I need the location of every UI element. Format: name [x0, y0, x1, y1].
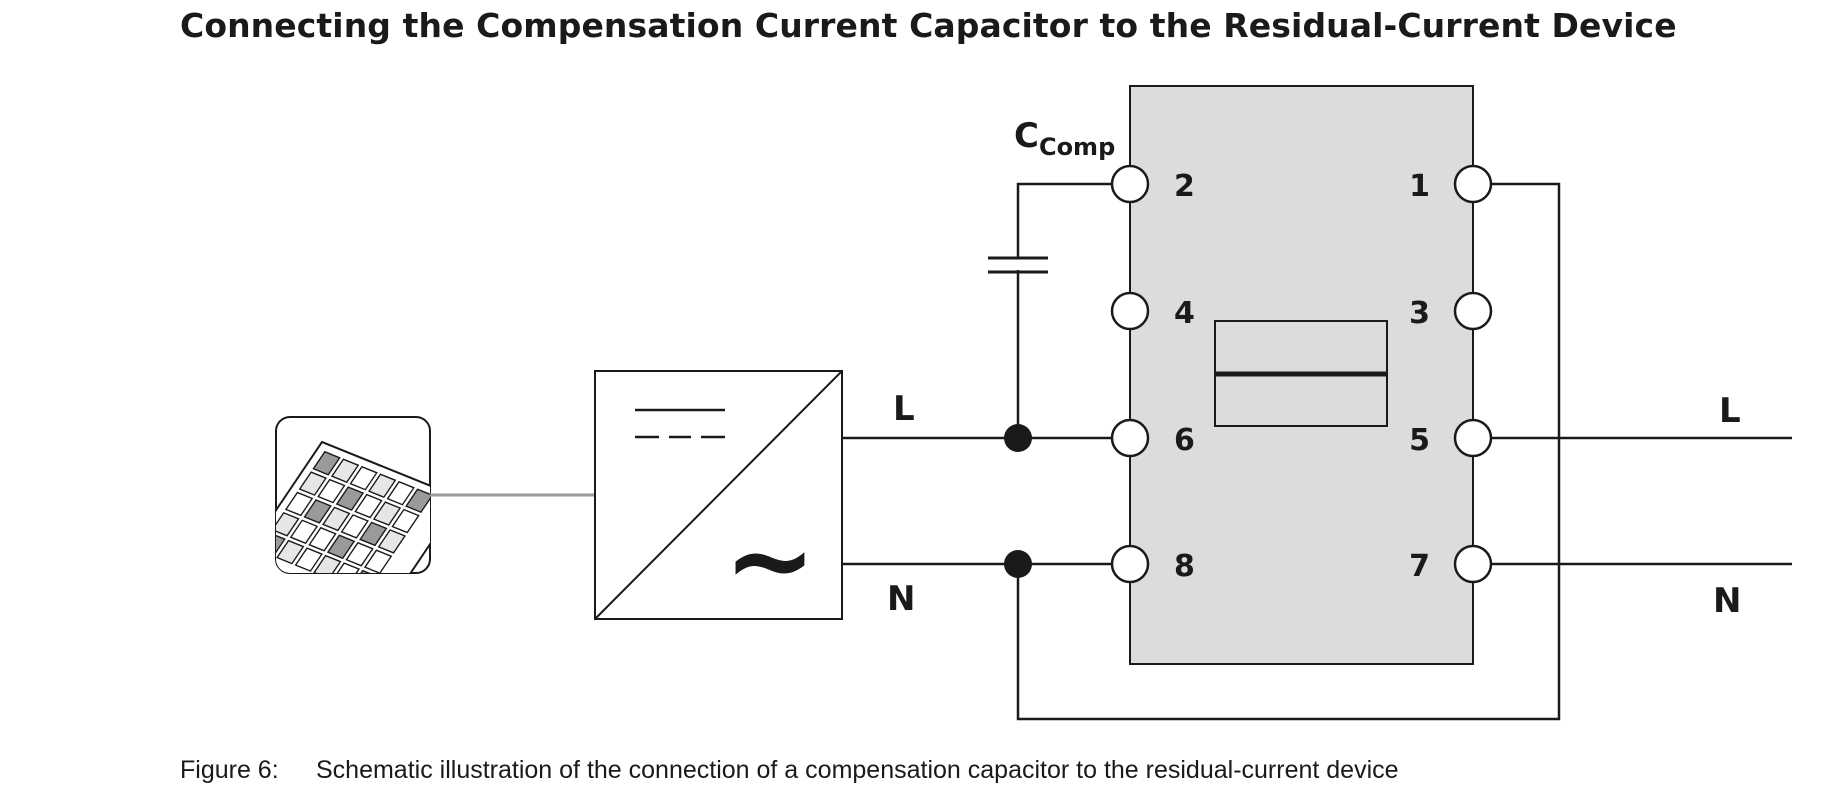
- terminal-label-5: 5: [1409, 423, 1430, 458]
- junction-dot-line: [1004, 424, 1032, 452]
- terminal-label-2: 2: [1174, 169, 1195, 204]
- terminal-label-7: 7: [1409, 549, 1430, 584]
- wire-capacitor-top: [1016, 182, 1112, 258]
- terminal-label-1: 1: [1409, 169, 1430, 204]
- inverter-line-label: L: [893, 389, 915, 429]
- terminal-label-8: 8: [1174, 549, 1195, 584]
- terminal-label-6: 6: [1174, 423, 1195, 458]
- terminal-label-3: 3: [1409, 296, 1430, 331]
- grid-line-label: L: [1719, 391, 1741, 431]
- ac-symbol-icon: ~: [724, 496, 816, 624]
- terminal-label-4: 4: [1174, 296, 1195, 331]
- inverter-neutral-label: N: [887, 579, 915, 619]
- figure-caption: Figure 6: Schematic illustration of the c…: [180, 756, 1399, 785]
- grid-neutral-label: N: [1713, 581, 1741, 621]
- dc-symbol-icon: [635, 408, 725, 439]
- terminal-4: [1110, 291, 1150, 331]
- terminal-8: [1110, 544, 1150, 584]
- terminal-5: [1453, 418, 1493, 458]
- figure-caption-text: Schematic illustration of the connection…: [316, 756, 1399, 784]
- rcd-switch-symbol: [1214, 320, 1388, 427]
- capacitor-label-subscript: Comp: [1039, 133, 1115, 161]
- terminal-3: [1453, 291, 1493, 331]
- wire-neutral-loop: [1016, 182, 1561, 721]
- pv-module-icon: [275, 416, 431, 574]
- terminal-7: [1453, 544, 1493, 584]
- junction-dot-neutral: [1004, 550, 1032, 578]
- capacitor-label: CComp: [1014, 116, 1115, 161]
- capacitor-label-main: C: [1014, 116, 1039, 156]
- capacitor-symbol: [988, 256, 1048, 274]
- page-title: Connecting the Compensation Current Capa…: [180, 6, 1677, 45]
- figure-label: Figure 6:: [180, 756, 279, 784]
- terminal-2: [1110, 164, 1150, 204]
- terminal-6: [1110, 418, 1150, 458]
- inverter-symbol: ~: [594, 370, 843, 624]
- terminal-1: [1453, 164, 1493, 204]
